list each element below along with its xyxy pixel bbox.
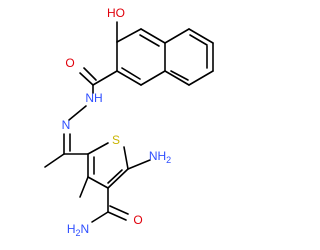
bond (121, 67, 141, 80)
amino-subscript: 2 (166, 155, 171, 165)
bond (68, 105, 87, 121)
thiophene-sulfur-label: S (112, 133, 120, 147)
bond (170, 70, 189, 81)
bond (107, 169, 123, 184)
atom-labels: HO O NH N S NH2 O H2N (62, 6, 172, 238)
hydrazide-nh-label: NH (85, 91, 102, 105)
bond (79, 72, 94, 86)
bond (123, 146, 129, 170)
bond (87, 142, 109, 155)
hydroxyl-label: HO (107, 6, 125, 20)
bond (140, 70, 166, 86)
bond (164, 70, 190, 86)
bond (127, 159, 151, 170)
molecule-structure: HO O NH N S NH2 O H2N (44, 6, 214, 238)
amino-group-label: NH2 (149, 149, 171, 165)
amino-main: NH (149, 149, 166, 163)
bonds (44, 21, 214, 223)
structure-canvas: HO O NH N S NH2 O H2N (44, 6, 214, 239)
bond (116, 28, 142, 43)
bond (139, 34, 160, 47)
bond (107, 168, 129, 189)
bond (44, 153, 65, 168)
bond (79, 176, 89, 198)
amide-subscript: 2 (75, 228, 80, 238)
bond (188, 28, 214, 44)
bond (107, 211, 127, 221)
bond (91, 211, 109, 223)
carbonyl-oxygen-top-label: O (65, 56, 74, 70)
bond (83, 67, 97, 81)
bond (116, 70, 142, 86)
amide-nh2-label: H2N (67, 222, 89, 238)
amide-n: N (81, 222, 90, 236)
imine-nitrogen-label: N (62, 118, 71, 132)
carbonyl-oxygen-bottom-label: O (133, 213, 142, 227)
bond (188, 70, 214, 86)
amide-h: H (67, 222, 76, 236)
bond (164, 28, 190, 44)
bond (92, 70, 118, 86)
bond (109, 205, 129, 215)
bond (140, 28, 166, 44)
bond (189, 34, 208, 46)
bond (87, 176, 109, 189)
